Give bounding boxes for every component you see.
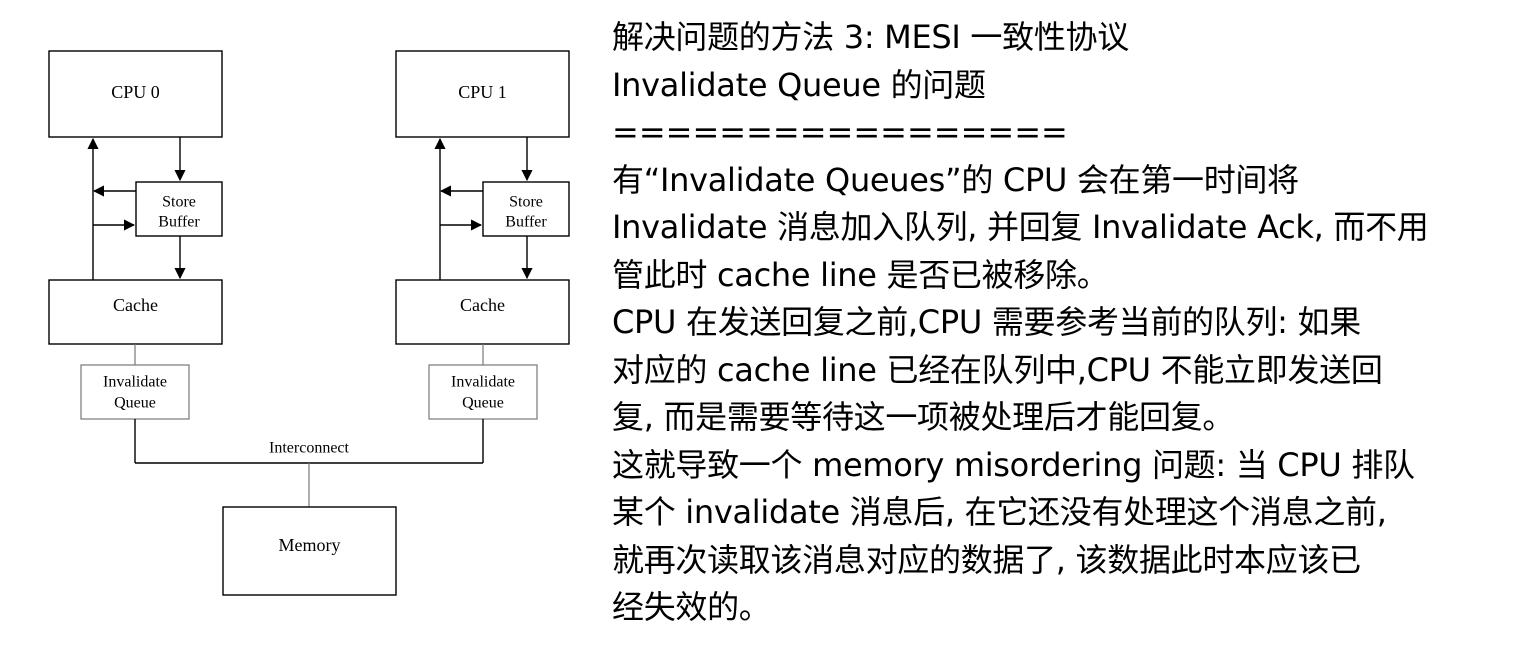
cpu-cache-architecture-diagram: CPU 0 Store Buffer Cache Invalidate Queu… <box>48 50 570 596</box>
cpu0-invalidate-queue-box <box>80 364 190 420</box>
cpu0-store-buffer-label-2: Buffer <box>158 214 200 231</box>
text-line: 管此时 cache line 是否已被移除。 <box>612 255 1109 294</box>
subtitle-line: Invalidate Queue 的问题 <box>612 65 986 104</box>
text-line: 经失效的。 <box>612 588 771 626</box>
text-line: 复, 而是需要等待这一项被处理后才能回复。 <box>612 398 1235 436</box>
cpu1-invalidate-queue-label-2: Queue <box>462 395 504 412</box>
text-line: CPU 在发送回复之前,CPU 需要参考当前的队列: 如果 <box>612 303 1361 341</box>
text-line: 这就导致一个 memory misordering 问题: 当 CPU 排队 <box>612 445 1415 484</box>
cpu1-invalidate-queue-box <box>428 364 538 420</box>
memory-box <box>222 506 397 596</box>
cpu1-cache-label: Cache <box>460 295 505 315</box>
memory-label: Memory <box>279 535 341 555</box>
interconnect-group: Interconnect Memory <box>134 419 484 596</box>
text-line: 对应的 cache line 已经在队列中,CPU 不能立即发送回 <box>612 350 1383 389</box>
text-line: Invalidate 消息加入队列, 并回复 Invalidate Ack, 而… <box>612 208 1429 246</box>
cpu1-cache-box <box>395 279 570 345</box>
cpu1-store-buffer-label-2: Buffer <box>505 214 547 231</box>
cpu1-store-buffer-box <box>482 181 570 237</box>
text-line: 有“Invalidate Queues”的 CPU 会在第一时间将 <box>612 160 1299 199</box>
explanation-text: 解决问题的方法 3: MESI 一致性协议 Invalidate Queue 的… <box>612 14 1517 632</box>
separator-line: ================= <box>612 113 1068 151</box>
cpu0-group: CPU 0 Store Buffer Cache Invalidate Queu… <box>48 50 223 420</box>
cpu1-store-buffer-label-1: Store <box>509 194 543 211</box>
cpu0-cache-label: Cache <box>113 295 158 315</box>
cpu0-store-buffer-box <box>135 181 223 237</box>
cpu1-group: CPU 1 Store Buffer Cache Invalidate Queu… <box>395 50 570 420</box>
cpu0-store-buffer-label-1: Store <box>162 194 196 211</box>
cpu0-invalidate-queue-label-2: Queue <box>114 395 156 412</box>
text-line: 就再次读取该消息对应的数据了, 该数据此时本应该已 <box>612 540 1361 579</box>
cpu0-cache-box <box>48 279 223 345</box>
cpu0-invalidate-queue-label-1: Invalidate <box>103 374 167 391</box>
cpu0-label: CPU 0 <box>111 82 160 102</box>
interconnect-label: Interconnect <box>269 440 350 457</box>
cpu1-label: CPU 1 <box>458 82 507 102</box>
title-line: 解决问题的方法 3: MESI 一致性协议 <box>612 18 1129 56</box>
cpu1-box <box>395 50 570 138</box>
cpu0-box <box>48 50 223 138</box>
text-line: 某个 invalidate 消息后, 在它还没有处理这个消息之前, <box>612 493 1387 531</box>
cpu1-invalidate-queue-label-1: Invalidate <box>451 374 515 391</box>
